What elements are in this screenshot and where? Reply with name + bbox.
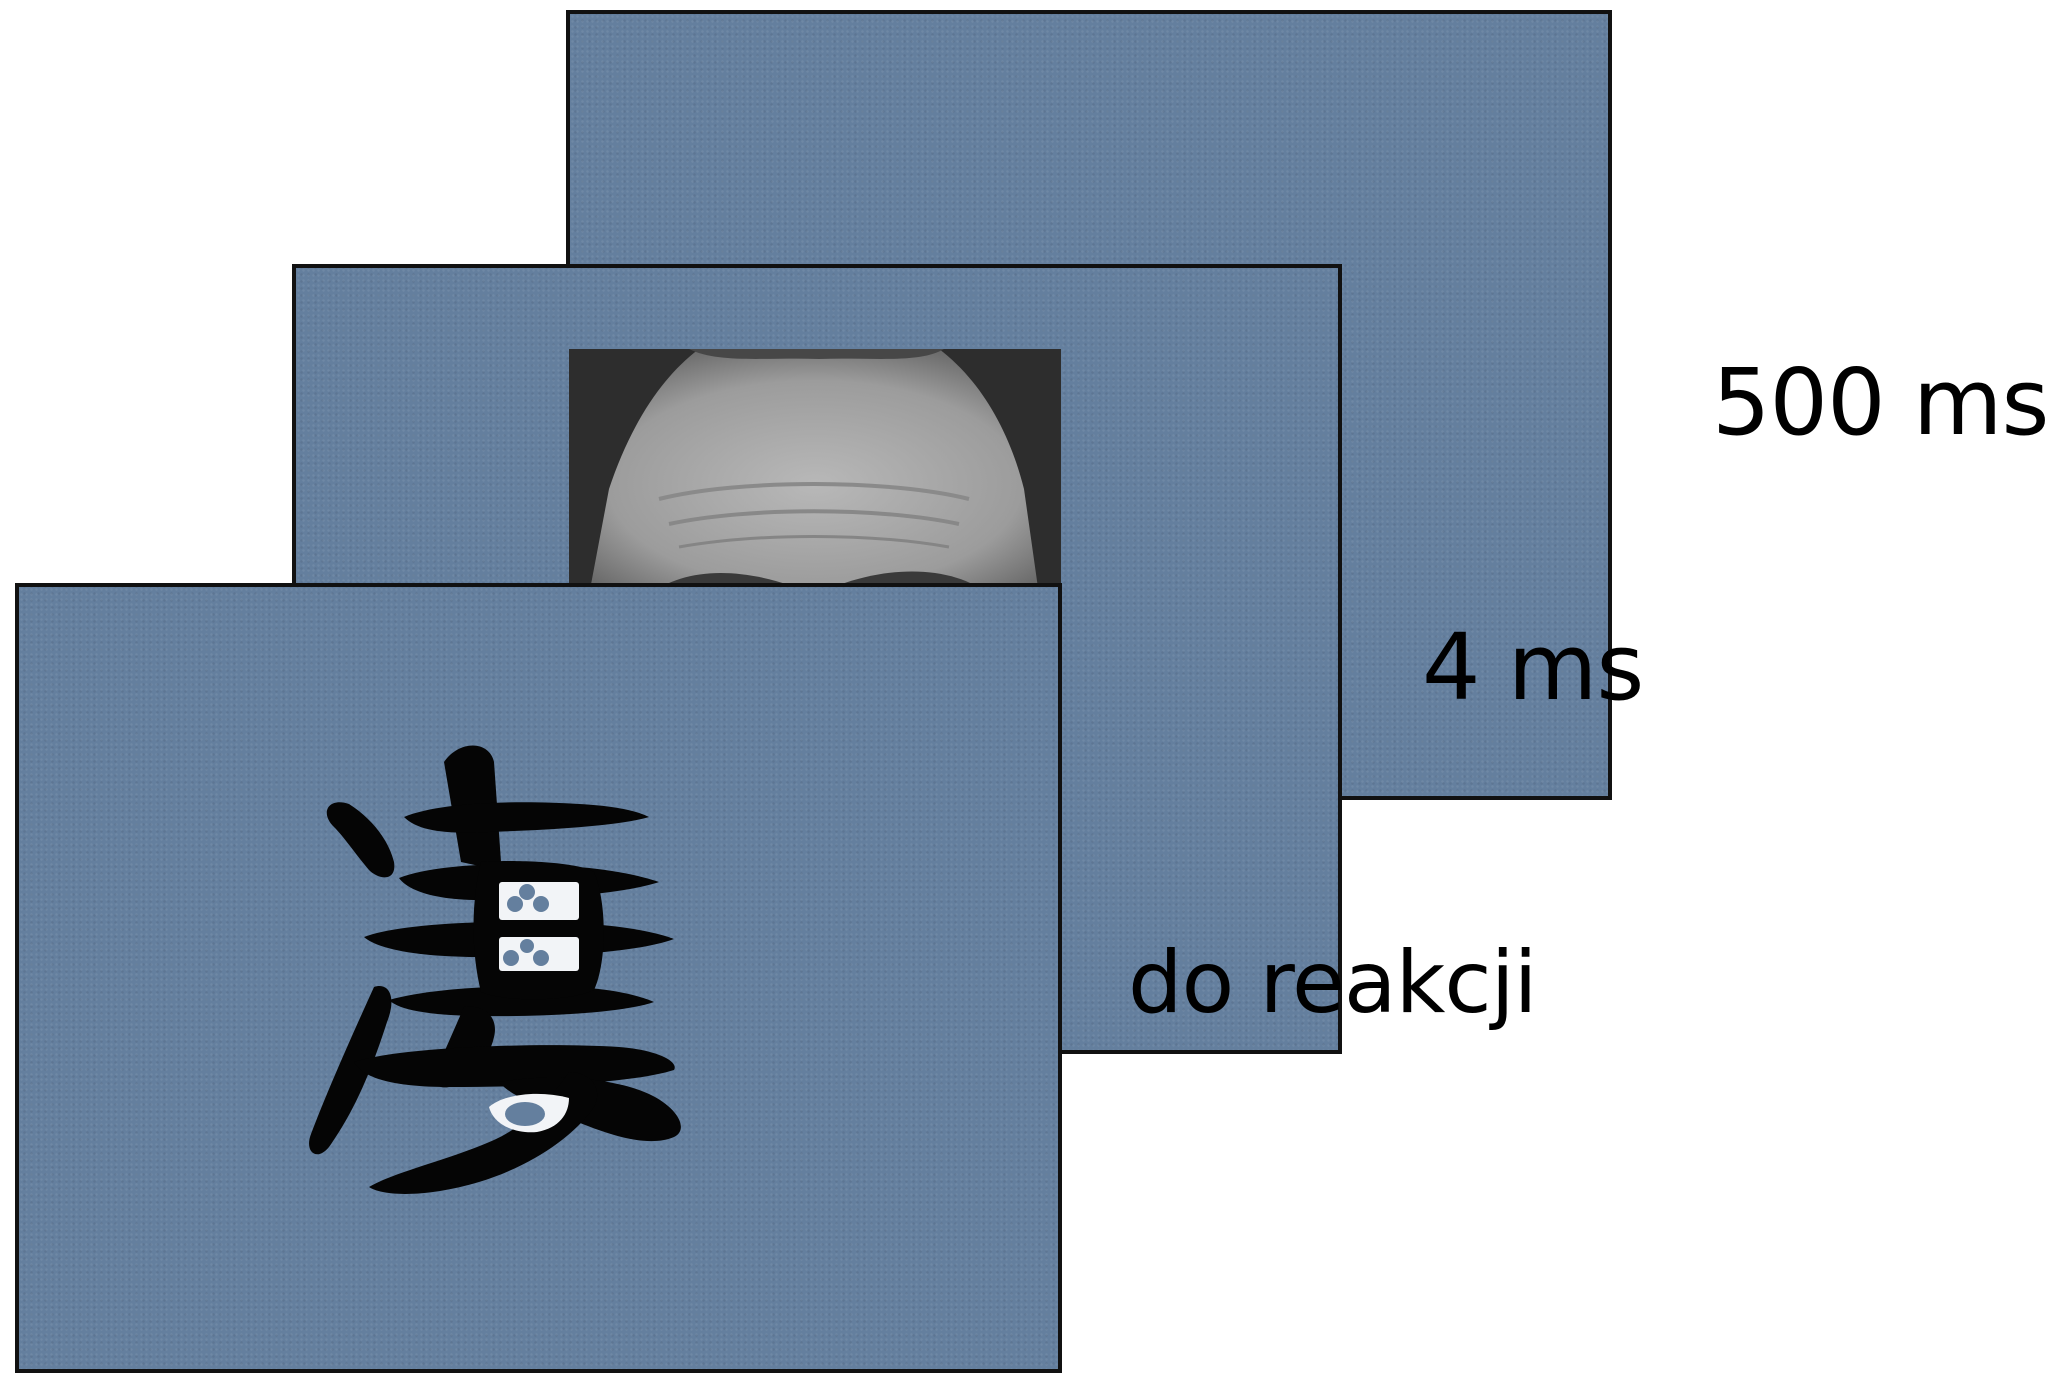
blank-duration-label: 500 ms: [1712, 349, 2049, 456]
prime-duration-label: 4 ms: [1422, 614, 1644, 721]
face-photo: [569, 349, 1061, 595]
target-screen: [15, 583, 1062, 1373]
chinese-character-glyph: [309, 745, 681, 1194]
target-duration-label: do reakcji: [1128, 933, 1537, 1033]
